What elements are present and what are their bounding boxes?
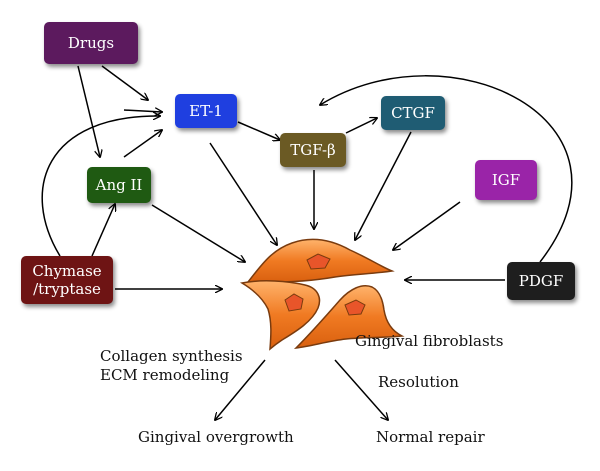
fibroblast-cell-right	[293, 285, 405, 350]
label-collagen-synthesis: Collagen synthesis	[100, 347, 243, 365]
arrow-angii-to-et1	[123, 130, 162, 158]
label-gingival-fibroblasts: Gingival fibroblasts	[355, 332, 504, 350]
label-gingival-overgrowth: Gingival overgrowth	[138, 428, 294, 446]
arrow-chymase-to-et1	[41, 116, 160, 257]
arrow-angii-to-cells	[151, 204, 245, 262]
arrow-chymase-to-angii	[91, 204, 115, 257]
arrow-ctgf-to-cells	[355, 131, 412, 240]
node-pdgf: PDGF	[507, 262, 575, 300]
arrow-et1-to-cells	[209, 142, 277, 245]
fibroblast-nucleus-left	[284, 293, 304, 312]
node-igf: IGF	[475, 160, 537, 200]
node-chymase-line1: Chymase	[32, 262, 102, 280]
arrow-tgfb-to-ctgf	[345, 118, 377, 134]
node-ctgf: CTGF	[381, 96, 445, 130]
arrow-drugs-to-angii	[77, 65, 100, 157]
node-et1: ET-1	[175, 94, 237, 128]
arrow-et1-to-tgfb	[237, 121, 280, 140]
arrow-angii-to-et1-b	[123, 110, 162, 112]
fibroblast-nucleus-right	[344, 299, 366, 316]
node-tgf-beta: TGF-β	[280, 133, 346, 167]
node-drugs: Drugs	[44, 22, 138, 64]
arrow-igf-to-cells	[393, 201, 461, 250]
node-ang-ii: Ang II	[87, 167, 151, 203]
arrow-pdgf-to-tgfb	[320, 75, 573, 263]
label-normal-repair: Normal repair	[376, 428, 485, 446]
node-chymase-tryptase: Chymase /tryptase	[21, 256, 113, 304]
node-chymase-line2: /tryptase	[33, 280, 101, 298]
label-resolution: Resolution	[378, 373, 459, 391]
arrow-cells-to-overgrowth	[215, 359, 266, 420]
arrow-cells-to-repair	[334, 359, 388, 420]
label-ecm-remodeling: ECM remodeling	[100, 366, 230, 384]
arrow-drugs-to-et1	[101, 65, 148, 100]
fibroblast-nucleus-top	[306, 253, 331, 270]
